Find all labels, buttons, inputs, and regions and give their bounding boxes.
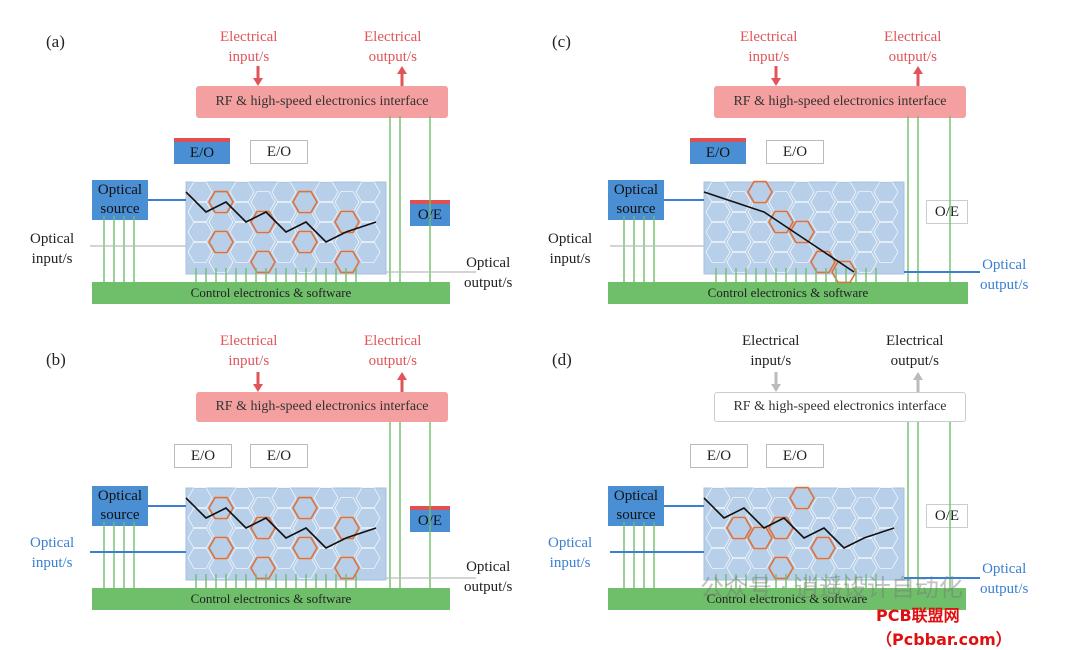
eo-modulator-box-2: E/O (766, 444, 824, 468)
panel-label: (d) (552, 350, 572, 369)
electrical-input-label: Electrical input/s (740, 29, 798, 65)
eo-modulator-box: E/O (174, 138, 230, 164)
oe-detector-box: O/E (410, 200, 450, 226)
control-electronics-bar: Control electronics & software (92, 588, 450, 610)
panel-a: (a) Electrical input/s Electrical output… (0, 0, 520, 304)
oe-detector-box: O/E (410, 506, 450, 532)
electrical-output-label: Electrical output/s (886, 333, 944, 369)
optical-source-box: Optical source (92, 180, 148, 220)
control-electronics-bar: Control electronics & software (608, 282, 968, 304)
control-electronics-bar: Control electronics & software (608, 588, 966, 610)
optical-source-box: Optical source (608, 486, 664, 526)
electrical-input-label: Electrical input/s (742, 333, 800, 369)
electrical-output-label: Electrical output/s (364, 333, 422, 369)
panel-b: (b) Electrical input/s Electrical output… (0, 306, 520, 610)
optical-output-label: Optical output/s (980, 257, 1029, 293)
electrical-input-label: Electrical input/s (220, 29, 278, 65)
panel-c: (c) Electrical input/s Electrical output… (540, 0, 1060, 304)
rf-interface-box: RF & high-speed electronics interface (714, 86, 966, 118)
optical-input-label: Optical input/s (30, 231, 75, 267)
wechat-watermark: 公众号 · 逍遥设计自动化 (700, 574, 963, 602)
eo-modulator-box-2: E/O (250, 444, 308, 468)
panel-label: (a) (46, 32, 65, 51)
oe-detector-box: O/E (926, 200, 968, 224)
eo-modulator-box: E/O (690, 138, 746, 164)
eo-modulator-box: E/O (690, 444, 748, 468)
optical-input-label: Optical input/s (548, 231, 593, 267)
optical-input-label: Optical input/s (548, 535, 593, 571)
optical-input-label: Optical input/s (30, 535, 75, 571)
rf-interface-box: RF & high-speed electronics interface (714, 392, 966, 422)
eo-modulator-box-2: E/O (766, 140, 824, 164)
panel-label: (b) (46, 350, 66, 369)
electrical-input-label: Electrical input/s (220, 333, 278, 369)
optical-output-label: Optical output/s (980, 561, 1029, 597)
rf-interface-box: RF & high-speed electronics interface (196, 86, 448, 118)
panel-d: (d) Electrical input/s Electrical output… (540, 306, 1060, 610)
optical-source-box: Optical source (92, 486, 148, 526)
electrical-output-label: Electrical output/s (884, 29, 942, 65)
electrical-output-label: Electrical output/s (364, 29, 422, 65)
eo-modulator-box-2: E/O (250, 140, 308, 164)
optical-output-label: Optical output/s (464, 559, 513, 595)
eo-modulator-box: E/O (174, 444, 232, 468)
optical-output-label: Optical output/s (464, 255, 513, 291)
rf-interface-box: RF & high-speed electronics interface (196, 392, 448, 422)
site-watermark: PCB联盟网（Pcbbar.com） (876, 606, 1012, 649)
control-electronics-bar: Control electronics & software (92, 282, 450, 304)
oe-detector-box: O/E (926, 504, 968, 528)
optical-source-box: Optical source (608, 180, 664, 220)
panel-label: (c) (552, 32, 571, 51)
